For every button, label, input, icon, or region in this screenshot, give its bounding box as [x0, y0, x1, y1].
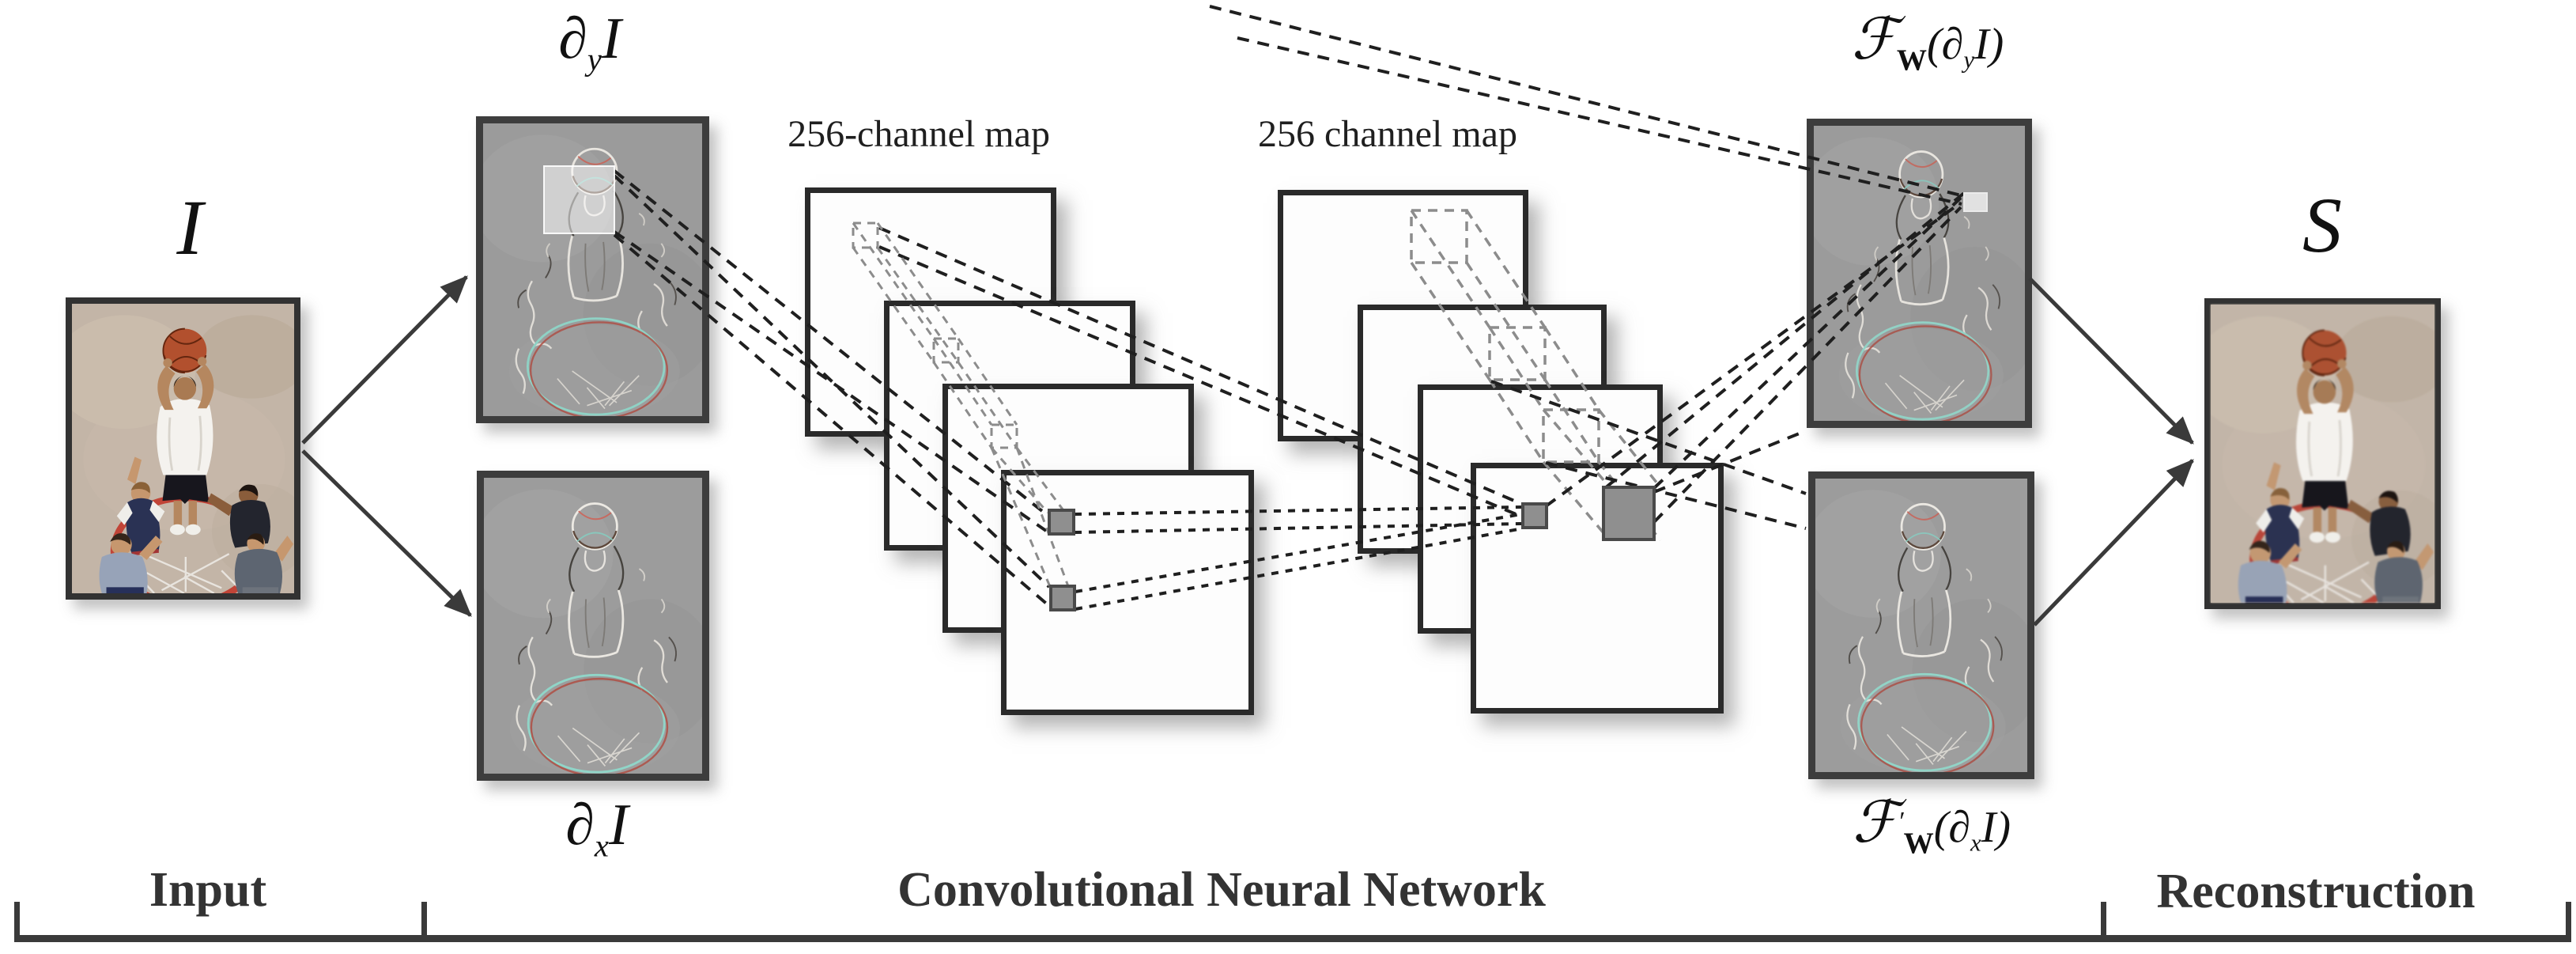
dy-gradient-illustration: [483, 123, 702, 416]
arrow-input-to-dx: [301, 449, 472, 617]
script-f-symbol: ℱ: [1851, 7, 1897, 71]
dy-gradient-map: [476, 116, 709, 423]
fx-output-illustration: [1815, 479, 2027, 772]
bracket-tick: [14, 902, 20, 938]
section-label-input: Input: [149, 863, 267, 917]
stack1-label: 256-channel map: [788, 113, 1050, 155]
section-label-cnn: Convolutional Neural Network: [897, 863, 1546, 917]
input-symbol: I: [176, 184, 203, 271]
input-symbol-label: I: [111, 188, 269, 267]
fy-output-illustration: [1814, 126, 2025, 421]
input-photo: [66, 297, 300, 600]
section-label-reconstruction: Reconstruction: [2156, 865, 2476, 918]
dx-gradient-map: [477, 471, 709, 781]
reconstruction-photo-illustration: [2211, 305, 2434, 603]
output-symbol-label: S: [2243, 186, 2401, 265]
bracket-tick: [2566, 902, 2571, 938]
arrow-fy-to-recon: [2028, 277, 2194, 445]
stack2-label: 256 channel map: [1258, 113, 1517, 155]
feature-map: [1471, 463, 1724, 714]
input-photo-illustration: [72, 304, 294, 593]
arrow-input-to-dy: [301, 275, 468, 445]
bracket-baseline: [14, 935, 2571, 942]
output-symbol: S: [2302, 181, 2342, 269]
fy-label: ℱW(∂yI): [1851, 7, 2004, 78]
dy-label: ∂yI: [558, 6, 621, 78]
bracket-tick: [421, 902, 427, 938]
reconstruction-photo: [2204, 298, 2441, 609]
feature-map: [1001, 470, 1254, 715]
fx-output-map: [1808, 471, 2034, 779]
dx-gradient-illustration: [484, 478, 702, 774]
fy-output-map: [1807, 119, 2032, 428]
fx-label: ℱ′W(∂xI): [1853, 790, 2011, 861]
script-f-symbol: ℱ: [1853, 790, 1898, 854]
bracket-tick: [2101, 902, 2106, 938]
arrow-fx-to-recon: [2033, 459, 2194, 627]
dx-label: ∂xI: [565, 793, 629, 864]
